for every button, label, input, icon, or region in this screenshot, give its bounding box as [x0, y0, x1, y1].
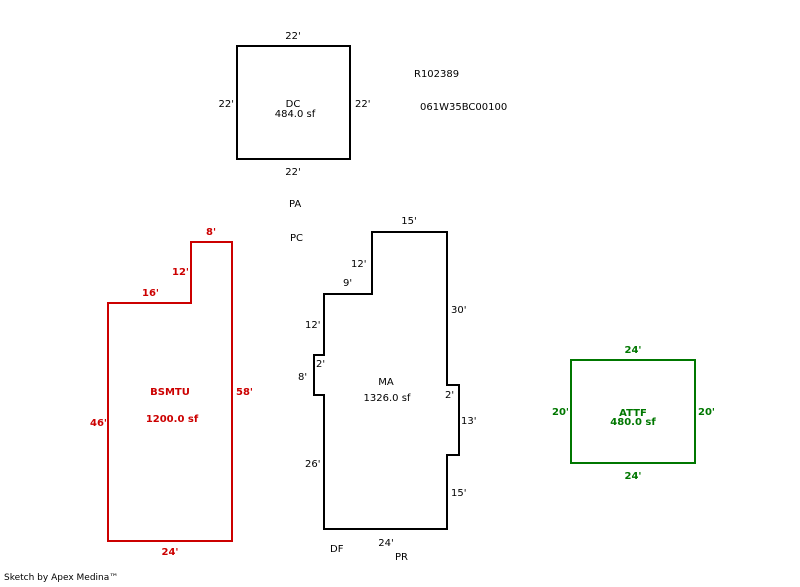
- dc-bottom-dim: 22': [285, 167, 300, 178]
- pa-label: PA: [289, 199, 301, 210]
- attf-area: 480.0 sf: [610, 417, 656, 428]
- bsmtu-left-dim: 46': [90, 418, 107, 429]
- ma-right-bump-depth: 2': [445, 390, 454, 401]
- bsmtu-ledge-dim: 16': [142, 288, 159, 299]
- attf-outline: [570, 359, 696, 464]
- ma-name: MA: [378, 377, 394, 388]
- bsmtu-name: BSMTU: [150, 387, 190, 398]
- bsmtu-top-dim: 8': [206, 227, 216, 238]
- pr-label: PR: [395, 552, 408, 563]
- ma-left-bump-dim: 8': [298, 372, 307, 383]
- ma-left-upper-dim: 12': [305, 320, 320, 331]
- ma-left-lower-dim: 26': [305, 459, 320, 470]
- ma-upper-left-dim: 12': [351, 259, 366, 270]
- dc-outline: [236, 45, 351, 160]
- map-tax-lot-id: 061W35BC00100: [420, 102, 507, 113]
- df-label: DF: [330, 544, 344, 555]
- ma-right-bump-dim: 13': [461, 416, 476, 427]
- ma-right-lower-dim: 15': [451, 488, 466, 499]
- ma-area: 1326.0 sf: [364, 393, 411, 404]
- ma-bottom-dim: 24': [378, 538, 393, 549]
- ma-outline: [313, 231, 460, 530]
- attf-top-dim: 24': [625, 345, 642, 356]
- footer-credit: Sketch by Apex Medina™: [4, 573, 119, 583]
- bsmtu-area: 1200.0 sf: [146, 414, 199, 425]
- pc-label: PC: [290, 233, 303, 244]
- attf-bottom-dim: 24': [625, 471, 642, 482]
- dc-right-dim: 22': [355, 99, 370, 110]
- attf-left-dim: 20': [552, 407, 569, 418]
- ma-left-bump-depth: 2': [316, 359, 325, 370]
- bsmtu-outline: [107, 241, 233, 542]
- dc-left-dim: 22': [219, 99, 234, 110]
- ma-step-dim: 9': [343, 278, 352, 289]
- ma-right-upper-dim: 30': [451, 305, 466, 316]
- bsmtu-right-dim: 58': [236, 387, 253, 398]
- bsmtu-bottom-dim: 24': [162, 547, 179, 558]
- attf-name: ATTF: [619, 408, 647, 419]
- bsmtu-step-dim: 12': [172, 267, 189, 278]
- dc-top-dim: 22': [285, 31, 300, 42]
- attf-right-dim: 20': [698, 407, 715, 418]
- dc-name: DC: [286, 99, 301, 110]
- ma-top-dim: 15': [401, 216, 416, 227]
- account-id: R102389: [414, 69, 459, 80]
- dc-area: 484.0 sf: [275, 109, 316, 120]
